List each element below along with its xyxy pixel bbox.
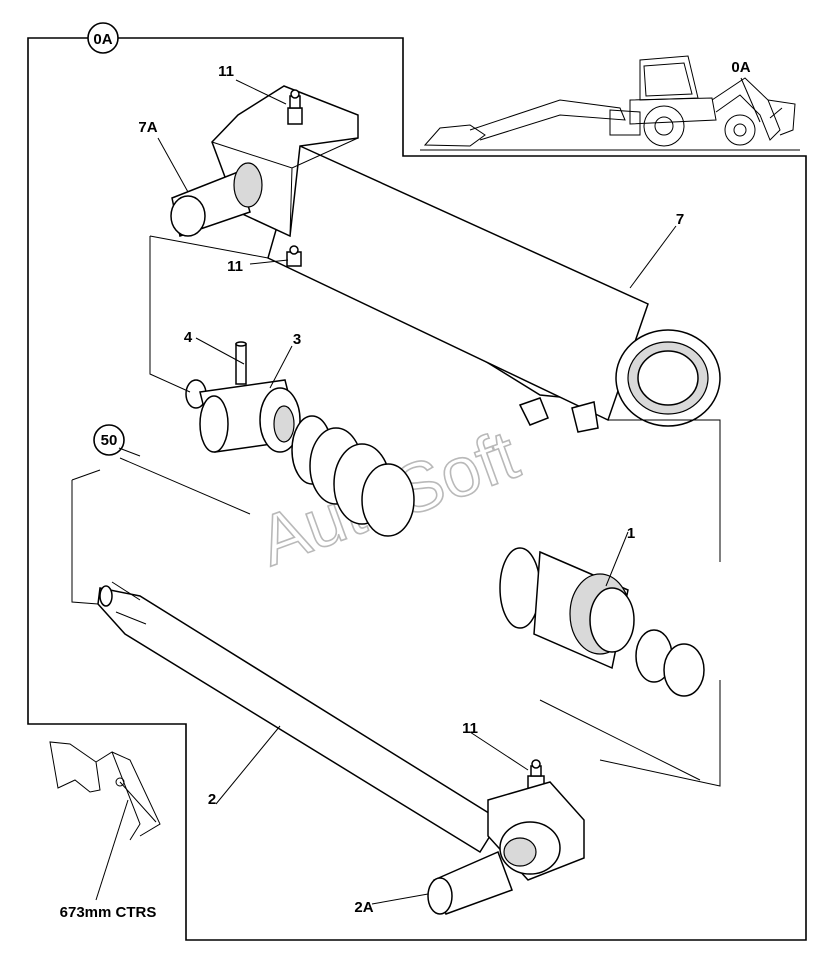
callout-3: 3 [293,331,301,348]
machine-inset-illustration [420,55,800,151]
cylinder-barrel-7 [170,85,721,433]
gland-1 [499,547,705,697]
boom-linkage-inset [49,741,161,841]
piston-rod-2 [97,581,585,915]
callout-50: 50 [101,432,118,449]
leader-lines [95,77,761,905]
bolt-4 [235,341,247,385]
grease-nipple-top [287,89,303,125]
callout-1: 1 [627,525,635,542]
callout-7: 7 [676,211,684,228]
callout-7A: 7A [138,119,157,136]
callout-2A: 2A [354,899,373,916]
assembly-lines [71,235,721,787]
callout-circle-0A [87,22,119,54]
callout-circle-50 [93,424,125,456]
piston-3 [185,379,301,453]
diagram-boundary [27,37,807,941]
callout-0A-machine: 0A [731,59,750,76]
grease-nipple-mid [286,245,302,267]
callout-4: 4 [184,329,193,346]
callout-11-mid: 11 [227,258,243,275]
callout-2: 2 [208,791,216,808]
callout-11-top: 11 [218,63,234,80]
callout-11-rod: 11 [462,720,478,737]
centres-dimension-note: 673mm CTRS [60,904,157,921]
seal-rings [291,415,415,537]
callout-0A-boundary: 0A [93,31,112,48]
